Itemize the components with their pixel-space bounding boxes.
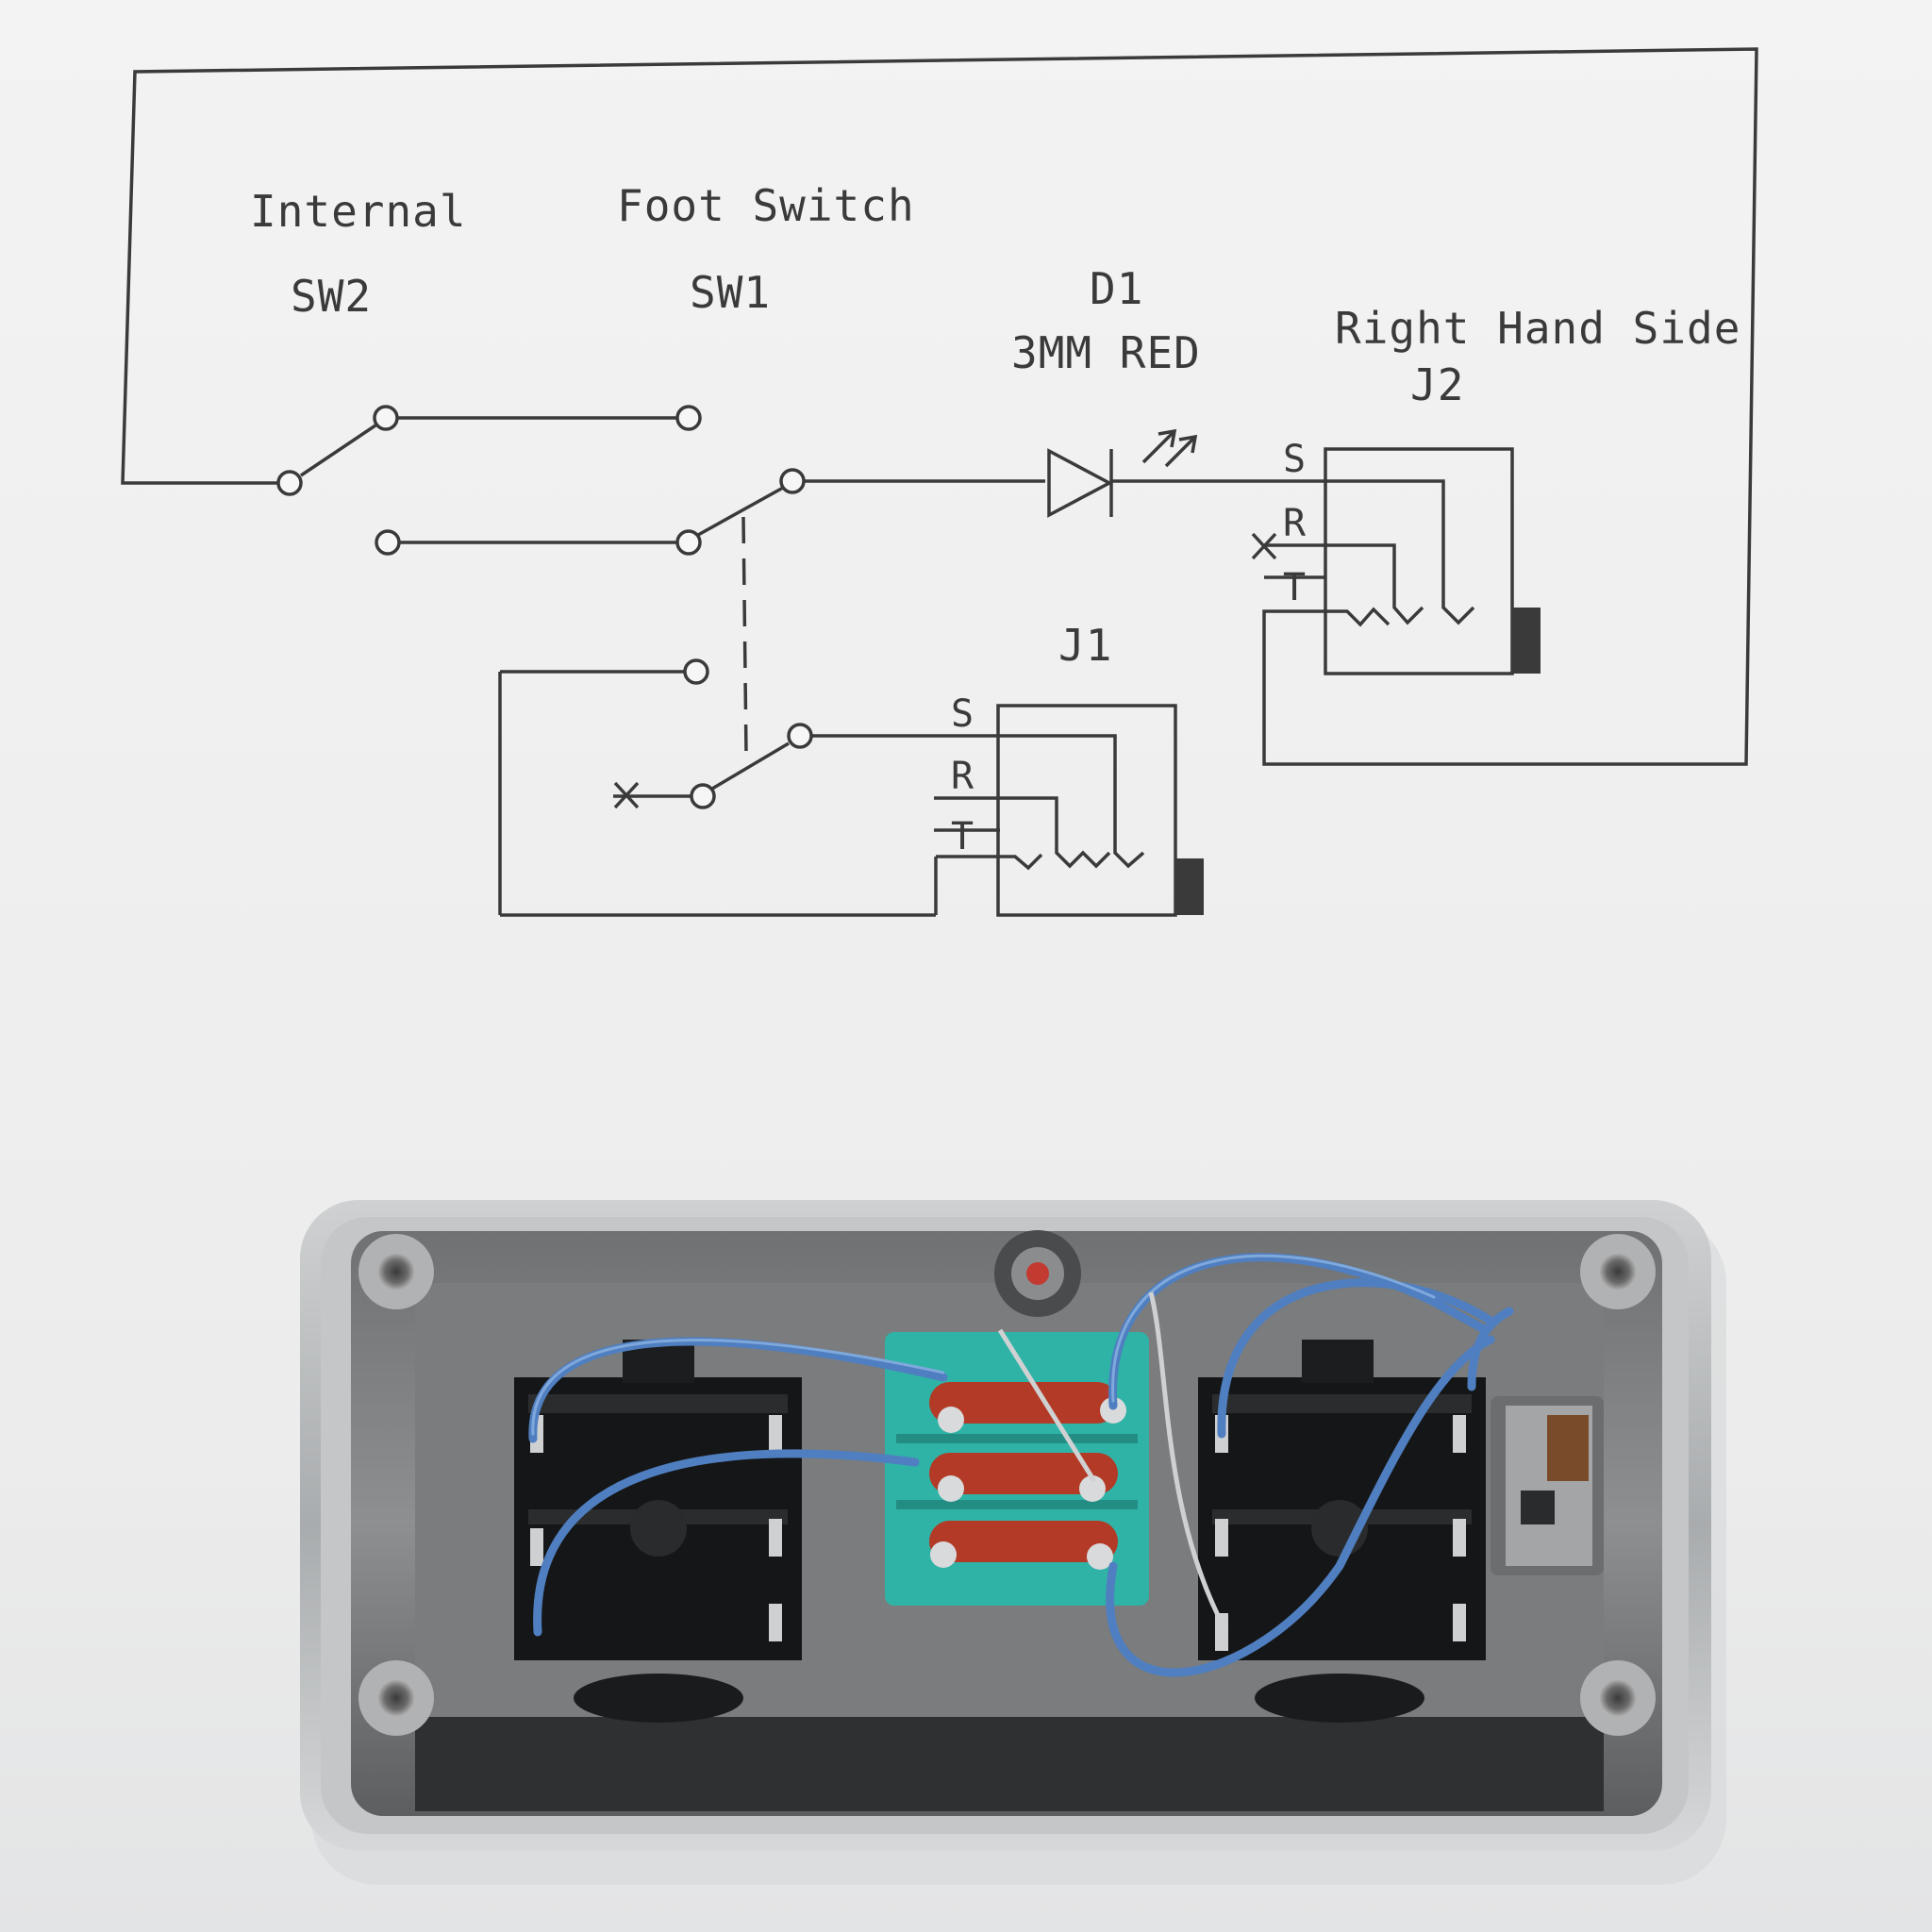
capacitor-3 bbox=[929, 1521, 1118, 1562]
sw2-throw-node-b bbox=[675, 405, 702, 431]
sw1-upper-pole bbox=[375, 468, 1045, 556]
bare-jumper-wire bbox=[1148, 1291, 1229, 1634]
corner-screw-bosses bbox=[358, 1234, 1656, 1736]
j1-pin-s: S bbox=[951, 692, 974, 736]
sw2-common-node bbox=[276, 470, 303, 496]
label-right-hand-side: Right Hand Side bbox=[1335, 303, 1740, 354]
outer-loop-wire bbox=[121, 47, 1758, 766]
internal-slide-switch bbox=[1491, 1396, 1604, 1575]
terminal-strip bbox=[885, 1328, 1149, 1606]
label-j2: J2 bbox=[1410, 359, 1464, 410]
label-d1: D1 bbox=[1090, 263, 1143, 314]
capacitor-2 bbox=[929, 1453, 1118, 1494]
right-jack-component bbox=[1198, 1340, 1486, 1723]
d1-led-symbol bbox=[1047, 428, 1325, 518]
left-jack-component bbox=[514, 1340, 802, 1723]
sw2-switch bbox=[276, 405, 702, 496]
hookup-wires bbox=[528, 1253, 1514, 1677]
label-sw2: SW2 bbox=[291, 271, 372, 322]
enclosure-photo bbox=[300, 1200, 1726, 1885]
label-j1: J1 bbox=[1058, 620, 1112, 671]
j1-pin-r: R bbox=[951, 755, 974, 798]
label-sw1: SW1 bbox=[690, 267, 771, 318]
j2-jack-symbol bbox=[1251, 447, 1541, 675]
label-d1-value: 3MM RED bbox=[1011, 327, 1201, 378]
j1-jack-symbol bbox=[934, 704, 1204, 917]
j1-pin-t: T bbox=[951, 815, 974, 858]
sw2-throw-node bbox=[373, 405, 399, 431]
sw1-lower-pole bbox=[498, 658, 1000, 917]
j2-pin-t: T bbox=[1283, 566, 1307, 609]
led-mount bbox=[994, 1230, 1081, 1317]
schematic: Internal SW2 Foot Switch SW1 D1 3MM RED … bbox=[121, 47, 1758, 917]
capacitor-1 bbox=[929, 1382, 1118, 1424]
label-foot-switch: Foot Switch bbox=[617, 180, 915, 231]
label-internal: Internal bbox=[250, 186, 467, 237]
j2-pin-s: S bbox=[1283, 438, 1307, 481]
j2-pin-r: R bbox=[1283, 502, 1307, 545]
